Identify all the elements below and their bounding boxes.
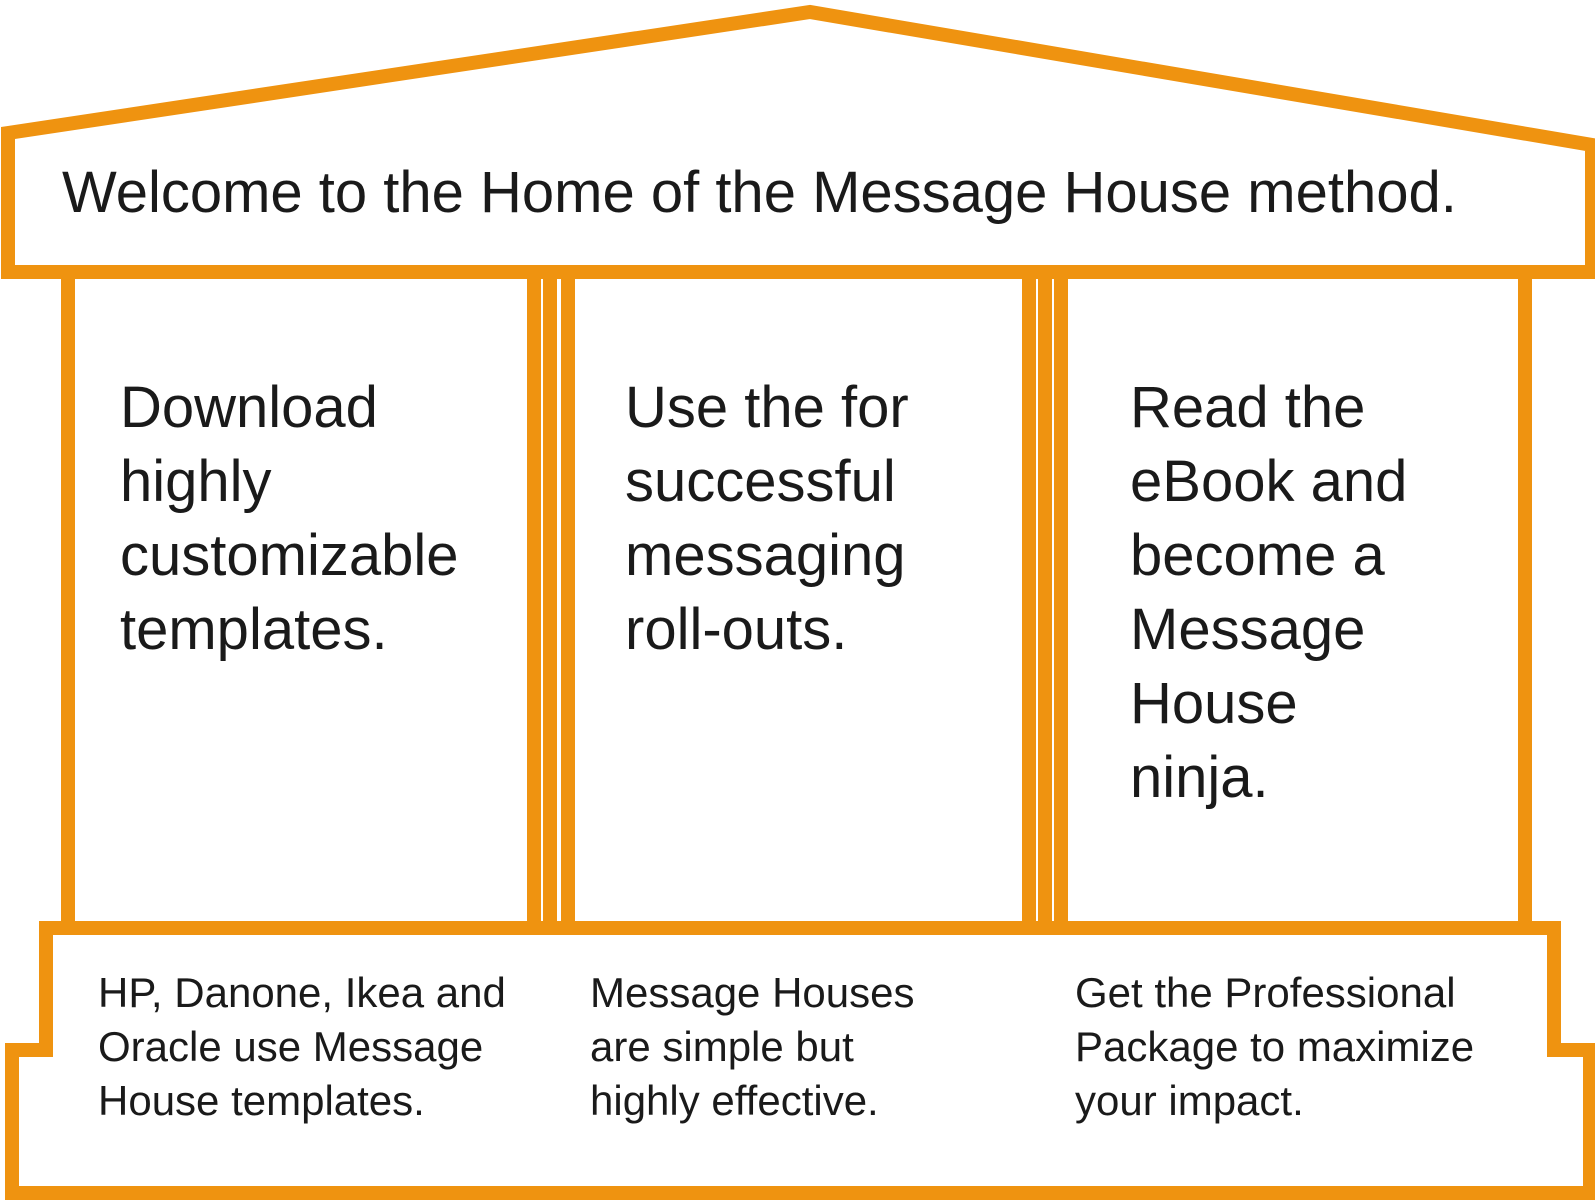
- pillar-right-line: Read the: [1130, 375, 1366, 440]
- roof-title: Welcome to the Home of the Message House…: [62, 160, 1457, 225]
- pillar-middle-text: Use the for successful messaging roll-ou…: [625, 371, 1005, 667]
- pillar-right-line: Message: [1130, 597, 1366, 662]
- foundation-left-line: Oracle use Message: [98, 1023, 484, 1070]
- foundation-right-text: Get the Professional Package to maximize…: [1075, 966, 1545, 1128]
- pillar-left-line: templates.: [120, 597, 388, 662]
- pillar-middle-line: successful: [625, 449, 896, 514]
- pillar-left-line: customizable: [120, 523, 459, 588]
- pillar-middle-line: Use the for: [625, 375, 909, 440]
- pillar-middle-line: roll-outs.: [625, 597, 848, 662]
- pillar-right-line: eBook and: [1130, 449, 1408, 514]
- foundation-shape: [5, 921, 1595, 1200]
- foundation-middle-line: Message Houses: [590, 969, 915, 1016]
- foundation-right-line: your impact.: [1075, 1077, 1304, 1124]
- pillar-left-line: Download: [120, 375, 378, 440]
- foundation-right-line: Get the Professional: [1075, 969, 1456, 1016]
- pillar-right-text: Read the eBook and become a Message Hous…: [1130, 371, 1500, 815]
- pillar-right-line: House: [1130, 671, 1298, 736]
- pillar-right-line: become a: [1130, 523, 1385, 588]
- pillar-right-line: ninja.: [1130, 745, 1269, 810]
- foundation-middle-line: highly effective.: [590, 1077, 879, 1124]
- pillar-left-text: Download highly customizable templates.: [120, 371, 515, 667]
- roof-shape: [1, 4, 1595, 279]
- foundation-middle-text: Message Houses are simple but highly eff…: [590, 966, 1050, 1128]
- pillar-middle-line: messaging: [625, 523, 906, 588]
- foundation-middle-line: are simple but: [590, 1023, 854, 1070]
- pillar-left-line: highly: [120, 449, 272, 514]
- foundation-left-line: HP, Danone, Ikea and: [98, 969, 506, 1016]
- foundation-right-line: Package to maximize: [1075, 1023, 1475, 1070]
- foundation-left-line: House templates.: [98, 1077, 425, 1124]
- foundation-left-text: HP, Danone, Ikea and Oracle use Message …: [98, 966, 578, 1128]
